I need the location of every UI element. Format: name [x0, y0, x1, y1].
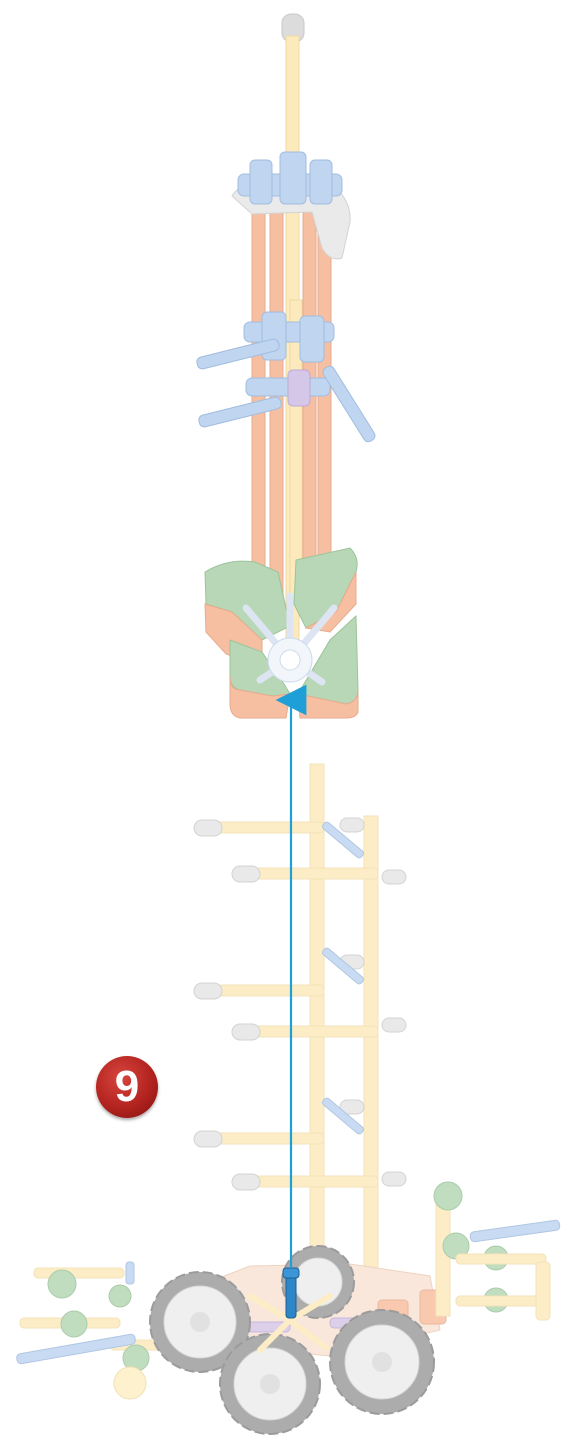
- step-number-badge: 9: [96, 1056, 158, 1118]
- tower-top-assembly: [196, 14, 377, 718]
- wheel-front-right: [330, 1310, 434, 1414]
- wheel-front-left: [220, 1334, 320, 1434]
